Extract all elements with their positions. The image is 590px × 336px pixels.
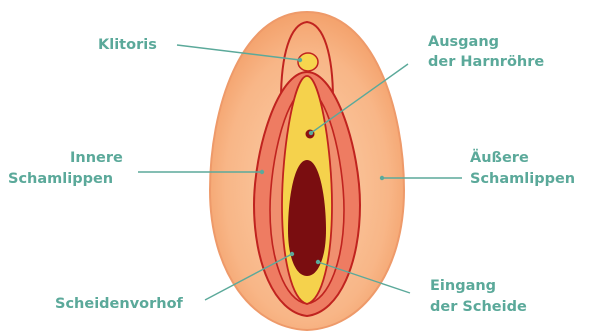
outer-labia-leader-dot	[380, 176, 384, 180]
inner-labia-label-line1: Innere	[70, 150, 123, 166]
clitoris-label: Klitoris	[98, 37, 157, 53]
vestibule-leader-dot	[290, 252, 294, 256]
clitoris-leader-dot	[298, 58, 302, 62]
outer-labia-label-line2: Schamlippen	[470, 171, 575, 187]
vestibule-label: Scheidenvorhof	[55, 296, 184, 312]
urethra-leader-dot	[309, 131, 313, 135]
urethra-label-line1: Ausgang	[428, 34, 499, 50]
clitoris-shape	[298, 53, 318, 71]
inner-labia-label-line2: Schamlippen	[8, 171, 113, 187]
inner-labia-leader-dot	[260, 170, 264, 174]
vagina-label-line1: Eingang	[430, 278, 496, 294]
vagina-leader-dot	[316, 260, 320, 264]
urethra-label-line2: der Harnröhre	[428, 54, 544, 70]
outer-labia-label-line1: Äußere	[470, 149, 529, 166]
vagina-label-line2: der Scheide	[430, 299, 527, 315]
